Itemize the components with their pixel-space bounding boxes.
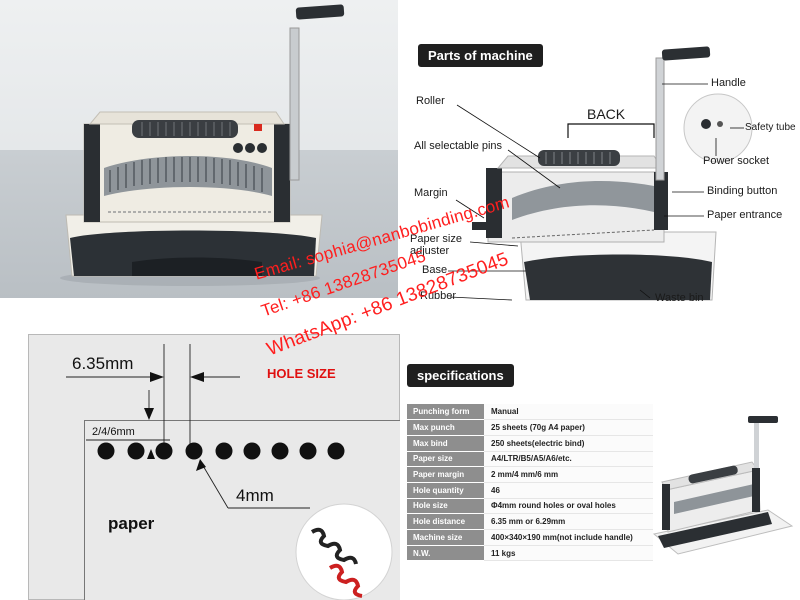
hole-size-diagram: HOLE SIZE 6.35mm 2/4/6mm 4mm paper xyxy=(0,320,400,600)
parts-diagram: Parts of machine xyxy=(400,0,800,320)
label-roller: Roller xyxy=(416,95,445,107)
label-margin: Margin xyxy=(414,187,448,199)
spec-value: 46 xyxy=(484,482,653,499)
hole-diameter-label: 4mm xyxy=(236,486,274,505)
margin-label: 2/4/6mm xyxy=(92,426,135,438)
parts-title: Parts of machine xyxy=(418,44,543,67)
spec-value: A4/LTR/B5/A5/A6/etc. xyxy=(484,451,653,468)
spec-key: N.W. xyxy=(407,545,484,562)
label-safety-tube: Safety tube xyxy=(745,122,796,133)
hole-pitch-label: 6.35mm xyxy=(72,354,134,373)
spec-value: Manual xyxy=(484,404,653,421)
paper-label: paper xyxy=(108,514,155,533)
spec-key: Hole quantity xyxy=(407,482,484,499)
hole-size-title: HOLE SIZE xyxy=(267,366,336,381)
spec-key: Punching form xyxy=(407,404,484,421)
parts-machine-illustration xyxy=(448,46,753,301)
spec-key: Max punch xyxy=(407,419,484,436)
label-handle: Handle xyxy=(711,77,746,89)
spec-value: 400×340×190 mm(not include handle) xyxy=(484,529,653,546)
binding-machine-illustration xyxy=(60,4,345,286)
label-rubber: Rubber xyxy=(420,290,457,302)
spec-value: 250 sheets(electric bind) xyxy=(484,435,653,452)
label-base: Base xyxy=(422,264,448,276)
spec-value: Φ4mm round holes or oval holes xyxy=(484,498,653,515)
spec-key: Hole size xyxy=(407,498,484,515)
spec-row: N.W.11 kgs xyxy=(407,545,653,562)
label-power-socket: Power socket xyxy=(703,155,770,167)
label-waste-bin: Waste bin xyxy=(655,292,704,304)
product-photo xyxy=(0,0,398,298)
spec-key: Paper margin xyxy=(407,466,484,483)
spec-value: 25 sheets (70g A4 paper) xyxy=(484,419,653,436)
spec-key: Paper size xyxy=(407,451,484,468)
label-all-selectable-pins: All selectable pins xyxy=(414,140,503,152)
label-binding-button: Binding button xyxy=(707,185,778,197)
label-back: BACK xyxy=(587,106,626,122)
spec-value: 6.35 mm or 6.29mm xyxy=(484,513,653,530)
hole-dimension-drawing xyxy=(66,344,393,600)
machine-thumbnail xyxy=(652,416,794,555)
spec-value: 2 mm/4 mm/6 mm xyxy=(484,466,653,483)
label-paper-entrance: Paper entrance xyxy=(707,209,783,221)
specifications-title: specifications xyxy=(407,364,514,387)
label-paper-size: Paper size xyxy=(410,233,462,245)
spec-key: Hole distance xyxy=(407,513,484,530)
spec-key: Max bind xyxy=(407,435,484,452)
spec-value: 11 kgs xyxy=(484,545,653,562)
label-paper-size-adjuster: adjuster xyxy=(410,245,450,257)
spec-key: Machine size xyxy=(407,529,484,546)
